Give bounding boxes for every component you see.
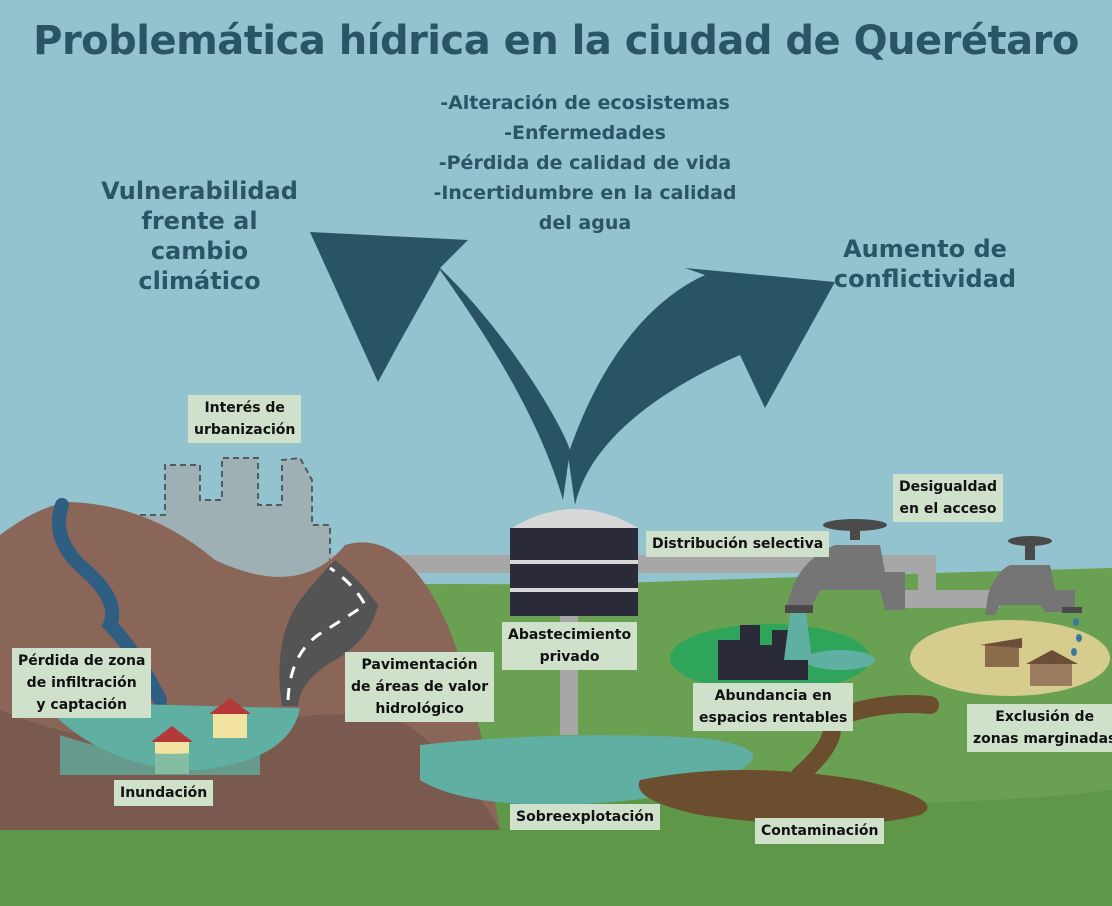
outcome-effects-list: -Alteración de ecosistemas -Enfermedades…: [433, 92, 737, 234]
shack-icon-1: [980, 638, 1022, 667]
arrow-left: [310, 232, 570, 500]
label-urbanization-interest: Interés de urbanización: [188, 395, 302, 443]
pipe-elbow: [918, 555, 936, 608]
label-access-inequality: Desigualdad en el acceso: [893, 474, 1003, 522]
shack-icon-2: [1026, 650, 1078, 686]
tank-dome: [512, 509, 638, 528]
factory-icon: [718, 625, 808, 680]
label-paving: Pavimentación de áreas de valor hidrológ…: [345, 652, 495, 722]
label-abundance: Abundancia en espacios rentables: [693, 683, 854, 731]
distribution-pipe-lower: [900, 590, 1000, 608]
water-drop-icons: [1071, 618, 1082, 656]
arrow-right: [568, 268, 835, 505]
road: [279, 560, 378, 706]
label-flood: Inundación: [114, 780, 214, 806]
label-exclusion: Exclusión de zonas marginadas: [967, 704, 1112, 752]
outcome-conflict: Aumento de conflictividad: [833, 235, 1017, 293]
label-selective-distribution: Distribución selectiva: [646, 531, 830, 557]
flood-front: [60, 735, 260, 775]
rich-pond-water: [805, 650, 875, 670]
label-overexploitation: Sobreexplotación: [510, 804, 660, 830]
house-icon-1: [209, 698, 251, 738]
outcome-vulnerability: Vulnerabilidad frente al cambio climátic…: [101, 177, 298, 295]
faucet-icon-2: [985, 536, 1082, 615]
water-stream: [784, 613, 812, 660]
label-private-supply: Abastecimiento privado: [502, 622, 638, 670]
label-pollution: Contaminación: [755, 818, 885, 844]
contaminated-stream: [638, 770, 928, 825]
faucet-icon-1: [785, 519, 905, 613]
page-title: Problemática hídrica en la ciudad de Que…: [33, 18, 1079, 64]
label-infiltration-loss: Pérdida de zona de infiltración y captac…: [12, 648, 152, 718]
water-tank: [510, 528, 638, 616]
